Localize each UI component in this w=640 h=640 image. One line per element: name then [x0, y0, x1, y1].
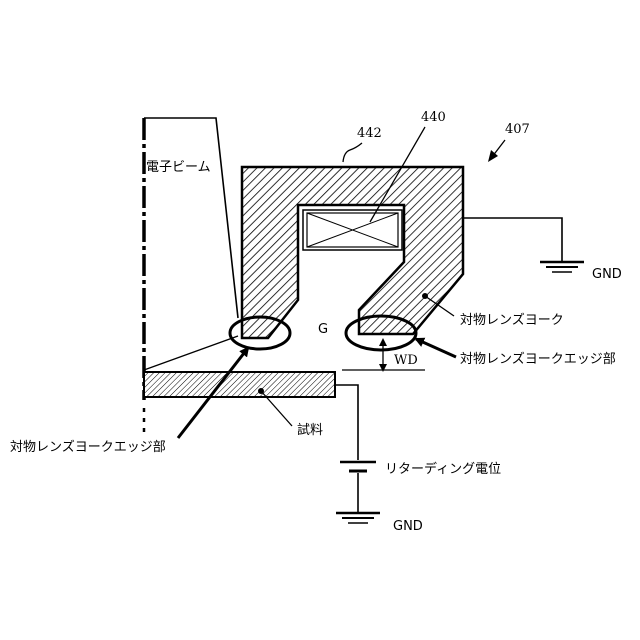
right-edge-arrow — [416, 339, 456, 357]
wd-arrow-down — [379, 364, 387, 372]
beam-convergence-line — [144, 336, 238, 370]
wd-label: WD — [394, 353, 418, 368]
objective-lens-yoke — [242, 167, 463, 338]
sample — [144, 372, 335, 397]
ref-407: 407 — [505, 122, 530, 137]
wd-arrow-up — [379, 338, 387, 346]
gnd-top-label: GND — [592, 267, 622, 282]
sample-label: 試料 — [297, 422, 323, 438]
objective-yoke-leader-dot — [422, 293, 428, 299]
sample-leader-dot — [258, 388, 264, 394]
ref-442-leader — [343, 143, 362, 162]
gnd-bottom-label: GND — [393, 519, 423, 534]
retarding-potential-label: リターディング電位 — [385, 461, 501, 477]
gap-label: G — [318, 322, 328, 337]
retarding-wire-top — [335, 385, 358, 460]
yoke-edge-left-label: 対物レンズヨークエッジ部 — [10, 439, 166, 455]
yoke-edge-right-label: 対物レンズヨークエッジ部 — [460, 351, 616, 367]
electron-beam-label: 電子ビーム — [146, 160, 211, 175]
ref-440: 440 — [421, 110, 446, 125]
yoke-ground-wire — [463, 218, 562, 262]
ref-442: 442 — [357, 126, 382, 141]
electron-beam-envelope — [144, 118, 238, 318]
objective-yoke-label: 対物レンズヨーク — [460, 312, 564, 328]
